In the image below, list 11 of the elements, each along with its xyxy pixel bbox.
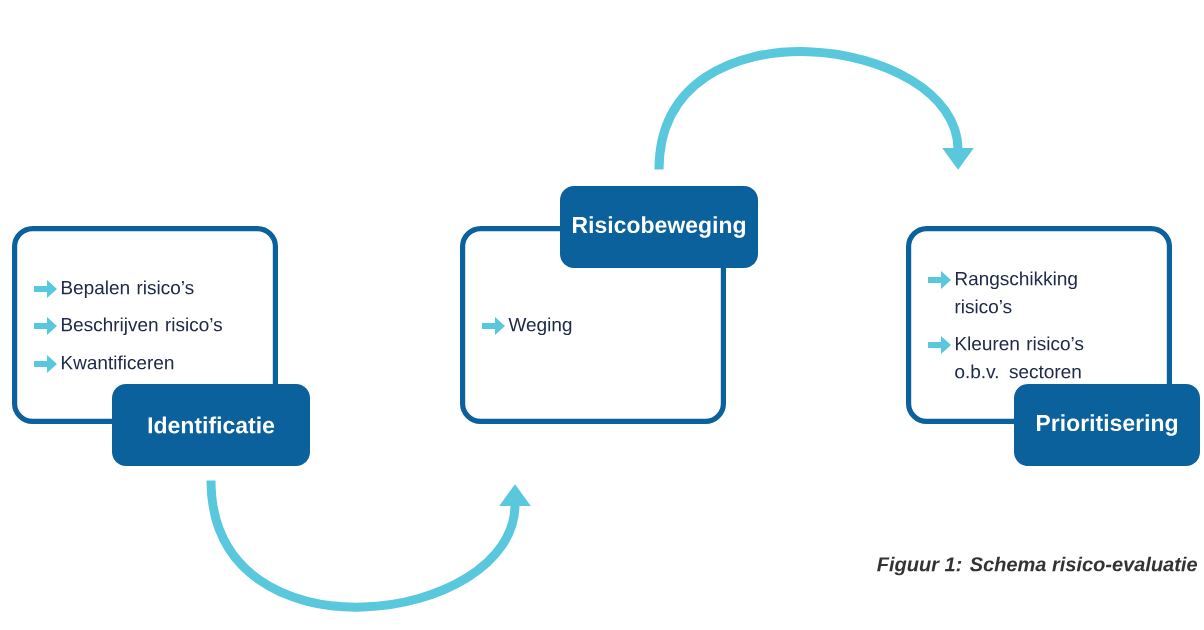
curved-arrow	[654, 47, 974, 171]
bullet-text: Weging	[508, 317, 572, 336]
bullet-text: Kleuren risico’s o.b.v. sectoren	[955, 336, 1084, 379]
bullet-text: Beschrijven risico’s	[62, 317, 222, 336]
bullet-text: Kwantificeren	[62, 355, 174, 370]
tab-label: Risicobeweging	[560, 186, 758, 268]
caption: Figuur 1: Schema risico-evaluatie	[877, 556, 1198, 576]
tab-label: Identificatie	[112, 384, 310, 466]
bullet-text: Rangschikking risico’s	[955, 271, 1077, 314]
tab-label: Prioritisering	[1014, 384, 1200, 466]
bullet-text: Bepalen risico’s	[62, 280, 194, 299]
